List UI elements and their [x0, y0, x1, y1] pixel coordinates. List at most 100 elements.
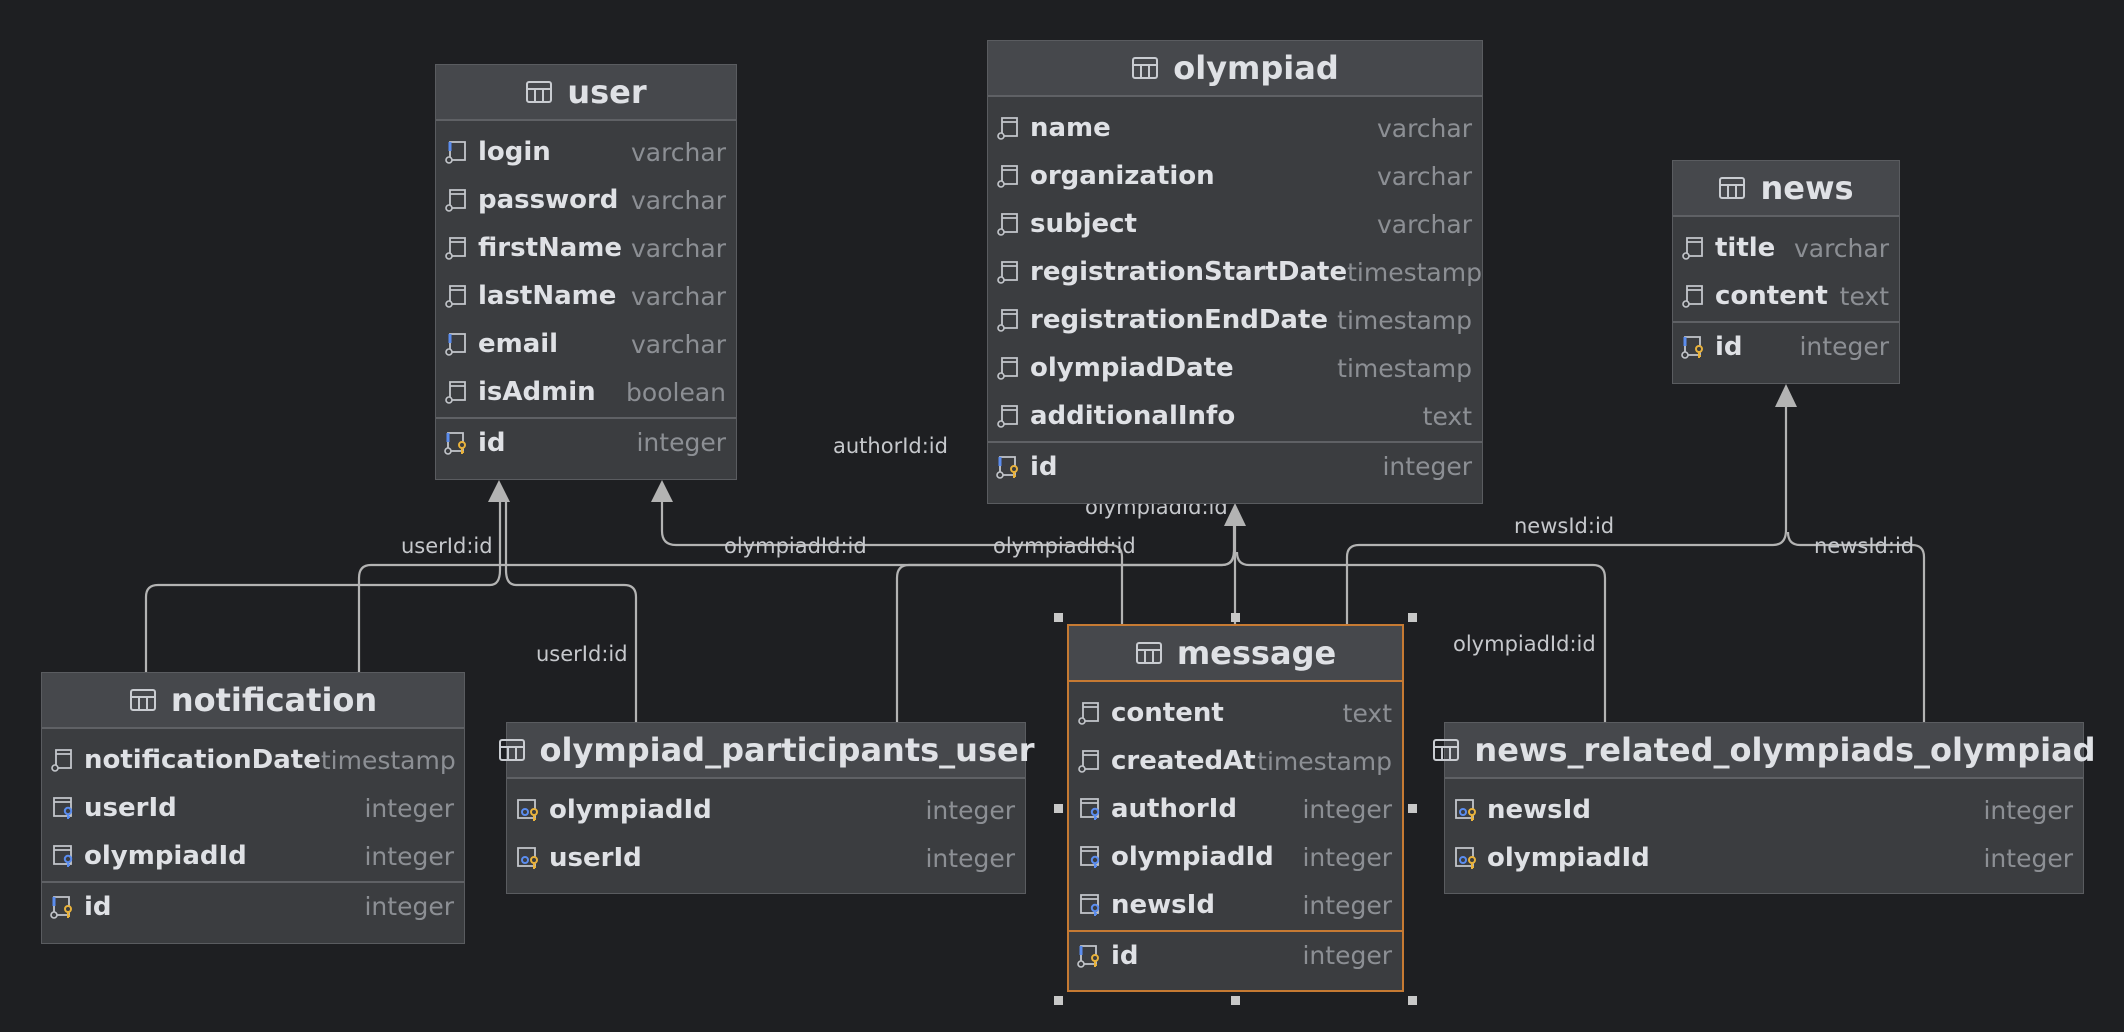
table-icon: [525, 80, 553, 104]
column-row[interactable]: password varchar: [436, 176, 736, 224]
table-header[interactable]: olympiad: [988, 41, 1482, 97]
table-header[interactable]: olympiad_participants_user: [498, 723, 1034, 779]
table-header[interactable]: user: [436, 65, 736, 121]
primary-key-icon: [996, 454, 1022, 480]
table-header[interactable]: news: [1673, 161, 1899, 217]
primary-key-icon: [1077, 943, 1103, 969]
column-name: olympiadDate: [1030, 353, 1234, 383]
column-icon: [444, 187, 470, 213]
column-name: id: [1715, 331, 1743, 362]
column-icon: [1077, 748, 1103, 774]
edge-notification-user[interactable]: [144, 500, 502, 672]
edge-participants-user[interactable]: [504, 500, 638, 722]
column-icon: [1681, 283, 1707, 309]
table-name: news_related_olympiads_olympiad: [1474, 731, 2096, 769]
column-type: varchar: [630, 329, 726, 359]
resize-handle[interactable]: [1408, 613, 1417, 622]
column-type: varchar: [630, 185, 726, 215]
column-type: integer: [364, 793, 454, 823]
resize-handle[interactable]: [1408, 804, 1417, 813]
table-header[interactable]: message: [1069, 626, 1402, 682]
column-name: newsId: [1487, 795, 1591, 825]
resize-handle[interactable]: [1408, 996, 1417, 1005]
column-name: login: [478, 137, 551, 167]
column-type: timestamp: [1257, 746, 1392, 776]
column-row[interactable]: content text: [1069, 689, 1402, 737]
resize-handle[interactable]: [1231, 613, 1240, 622]
edge-related-news[interactable]: [1786, 531, 1926, 722]
indexed-column-icon: [444, 139, 470, 165]
edge-participants-olympiad[interactable]: [895, 551, 1236, 722]
indexed-column-icon: [444, 331, 470, 357]
column-type: integer: [364, 892, 454, 921]
column-type: integer: [364, 841, 454, 871]
column-type: text: [1342, 698, 1392, 728]
column-icon: [1077, 700, 1103, 726]
column-row[interactable]: id integer: [42, 883, 464, 930]
table-icon: [129, 688, 157, 712]
edge-message-user[interactable]: [660, 500, 1124, 624]
column-type: varchar: [630, 233, 726, 263]
table-header[interactable]: news_related_olympiads_olympiad: [1433, 723, 2096, 779]
column-icon: [996, 307, 1022, 333]
column-name: content: [1111, 698, 1224, 728]
foreign-key-icon: [515, 797, 541, 823]
resize-handle[interactable]: [1054, 804, 1063, 813]
edge-related-olympiad[interactable]: [1235, 551, 1607, 722]
column-name: password: [478, 185, 619, 215]
table-header[interactable]: notification: [42, 673, 464, 729]
resize-handle[interactable]: [1231, 996, 1240, 1005]
column-name: userId: [84, 793, 177, 823]
edge-message-news[interactable]: [1345, 405, 1788, 624]
column-row[interactable]: userId integer: [42, 784, 464, 832]
column-icon: [996, 355, 1022, 381]
column-name: id: [84, 891, 112, 922]
resize-handle[interactable]: [1054, 996, 1063, 1005]
column-name: createdAt: [1111, 746, 1256, 776]
resize-handle[interactable]: [1054, 613, 1063, 622]
edge-label: olympiadId:id: [1453, 632, 1596, 656]
column-name: organization: [1030, 161, 1215, 191]
